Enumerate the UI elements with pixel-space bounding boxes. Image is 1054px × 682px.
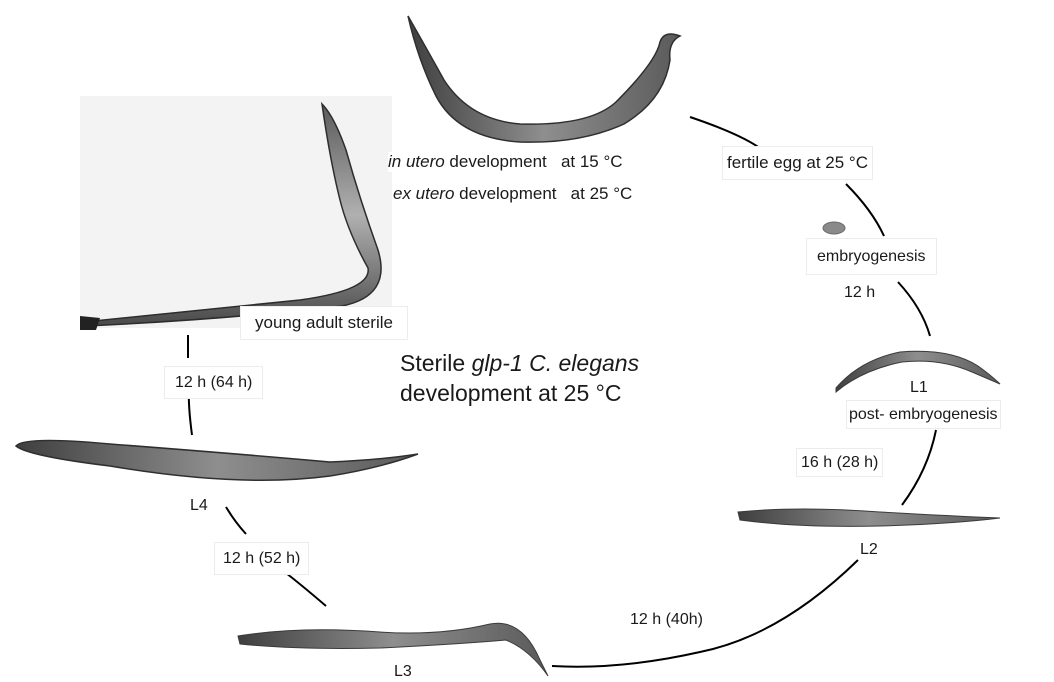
l3-l4-duration-label: 12 h (52 h) xyxy=(214,542,309,575)
worm-young-adult-panel xyxy=(80,96,392,330)
l1-label: L1 xyxy=(910,378,928,397)
l3-label: L3 xyxy=(394,662,412,681)
egg xyxy=(823,222,845,234)
arc-egg-to-embryo xyxy=(846,184,884,236)
l4-label: L4 xyxy=(190,496,208,515)
arc-embryo-to-l1 xyxy=(898,282,930,336)
ex-utero-label: ex utero development at 25 °C xyxy=(393,184,632,204)
worm-l4 xyxy=(16,440,418,480)
in-utero-adult-worm xyxy=(408,16,680,142)
worm-l3 xyxy=(238,623,548,676)
l3-larva xyxy=(238,623,548,676)
young-adult-label: young adult sterile xyxy=(240,306,408,340)
egg-oval xyxy=(823,222,845,234)
l4-larva xyxy=(16,440,418,480)
l2-l3-duration-label: 12 h (40h) xyxy=(630,610,703,629)
embryo-duration-label: 12 h xyxy=(844,283,875,302)
worm-in-utero xyxy=(408,16,680,142)
diagram-title: Sterile glp-1 C. elegans development at … xyxy=(400,348,639,408)
l2-label: L2 xyxy=(860,540,878,559)
post-embryogenesis-label: post- embryogenesis xyxy=(846,400,1001,429)
arc-l1-to-l2 xyxy=(902,430,936,505)
arc-l4-connector xyxy=(226,507,246,534)
embryogenesis-label: embryogenesis xyxy=(806,238,937,275)
l2-larva xyxy=(738,509,1000,526)
l4-adult-duration-label: 12 h (64 h) xyxy=(164,366,263,399)
fertile-egg-label: fertile egg at 25 °C xyxy=(722,146,873,180)
arc-l2-to-l3 xyxy=(552,560,858,667)
worm-l2 xyxy=(738,509,1000,526)
in-utero-label: in utero development at 15 °C xyxy=(388,152,623,172)
l1-l2-duration-label: 16 h (28 h) xyxy=(796,448,883,477)
arc-l3-to-l4 xyxy=(282,570,326,606)
